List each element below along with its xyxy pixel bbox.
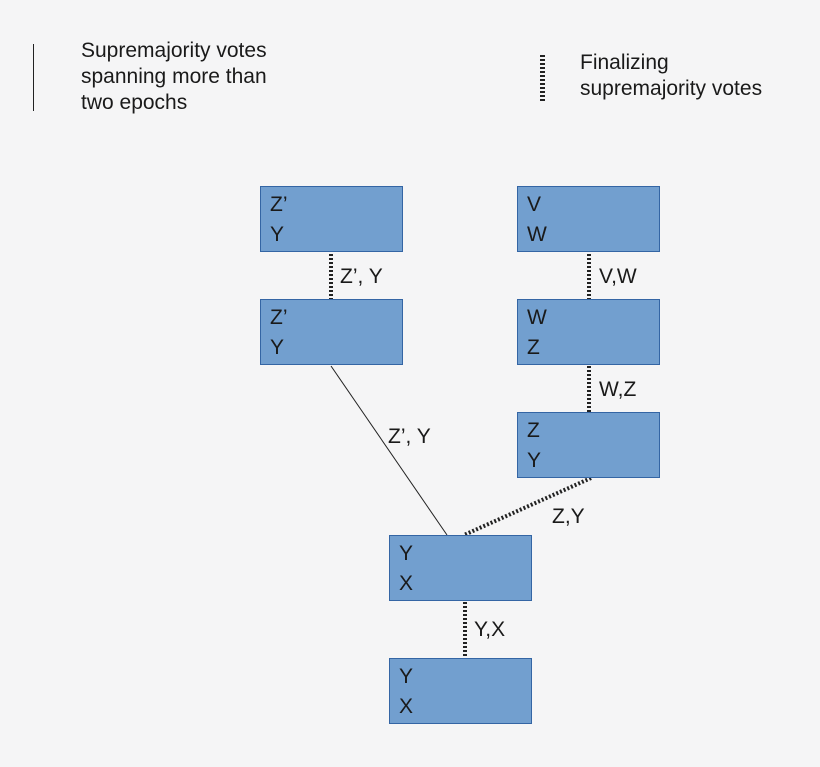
block-top-label: V [527,193,542,216]
block-zprime-y: Z’ Y [260,299,403,365]
legend-dotted-line-swatch [540,55,545,101]
block-top-label: Y [399,542,414,565]
block-top-label: W [527,306,547,329]
edge-label-zprime-y-dotted: Z’, Y [340,265,383,288]
block-bottom-label: X [399,572,414,595]
block-z-y: Z Y [517,412,660,478]
block-top-label: Z’ [270,306,288,329]
block-bottom-label: X [399,695,414,718]
block-top-label: Z [527,419,540,442]
legend-solid-line-swatch [33,44,34,111]
block-bottom-label: Y [270,223,285,246]
edge-line-z-y [463,476,592,537]
block-w-z: W Z [517,299,660,365]
edge-label-y-x: Y,X [474,618,506,641]
block-top-label: Y [399,665,414,688]
block-bottom-label: Y [527,449,542,472]
legend-solid-label: Supremajority votes spanning more than t… [81,39,267,114]
edge-label-w-z: W,Z [599,378,637,401]
edge-line-zprime-y-solid [330,365,448,536]
edge-label-zprime-y-solid: Z’, Y [388,425,431,448]
block-bottom-label: Z [527,336,540,359]
block-bottom-label: Y [270,336,285,359]
block-bottom-label: W [527,223,547,246]
block-y-x-middle: Y X [389,535,532,601]
block-v-w: V W [517,186,660,252]
legend-dotted-label: Finalizing supremajority votes [580,51,763,100]
block-y-x-bottom: Y X [389,658,532,724]
edge-label-z-y: Z,Y [552,505,585,528]
block-zprime-y-top: Z’ Y [260,186,403,252]
block-top-label: Z’ [270,193,288,216]
edge-label-v-w: V,W [599,265,637,288]
